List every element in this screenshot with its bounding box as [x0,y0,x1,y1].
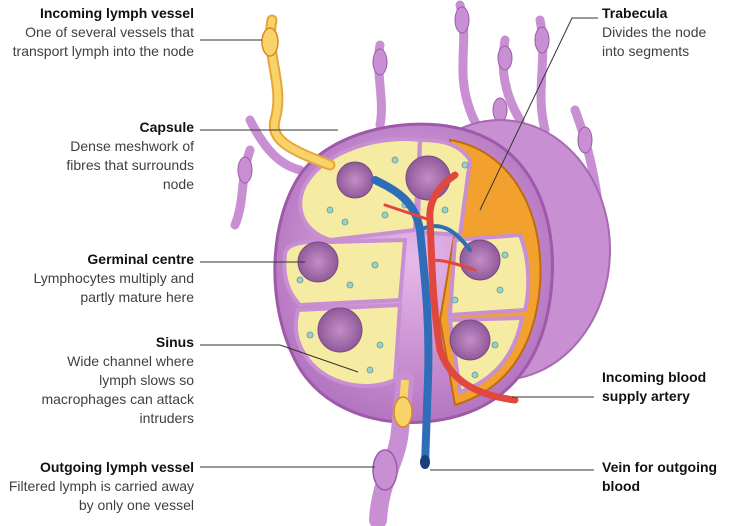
label-vein-outgoing: Vein for outgoing blood [602,458,752,496]
outgoing-lymph-vessel-title: Outgoing lymph vessel [0,458,194,477]
sinus-title: Sinus [40,333,194,352]
incoming-lymph-vessel-shape [262,20,330,165]
germinal-centre-title: Germinal centre [0,250,194,269]
capsule-desc: Dense meshwork of fibres that surrounds … [40,137,194,194]
vein-outgoing-title: Vein for outgoing blood [602,458,752,496]
label-outgoing-lymph-vessel: Outgoing lymph vessel Filtered lymph is … [0,458,194,515]
incoming-lymph-vessel-title: Incoming lymph vessel [10,4,194,23]
germinal-centre-desc: Lymphocytes multiply and partly mature h… [0,269,194,307]
capsule-title: Capsule [40,118,194,137]
outgoing-lymph-vessel-desc: Filtered lymph is carried away by only o… [0,477,194,515]
label-germinal-centre: Germinal centre Lymphocytes multiply and… [0,250,194,307]
trabecula-title: Trabecula [602,4,712,23]
incoming-lymph-vessel-desc: One of several vessels that transport ly… [10,23,194,61]
sinus-desc: Wide channel where lymph slows so macrop… [40,352,194,428]
trabecula-desc: Divides the node into segments [602,23,712,61]
label-incoming-lymph-vessel: Incoming lymph vessel One of several ves… [10,4,194,61]
incoming-blood-title: Incoming blood supply artery [602,368,752,406]
label-capsule: Capsule Dense meshwork of fibres that su… [40,118,194,194]
label-trabecula: Trabecula Divides the node into segments [602,4,712,61]
label-sinus: Sinus Wide channel where lymph slows so … [40,333,194,428]
label-incoming-blood: Incoming blood supply artery [602,368,752,406]
